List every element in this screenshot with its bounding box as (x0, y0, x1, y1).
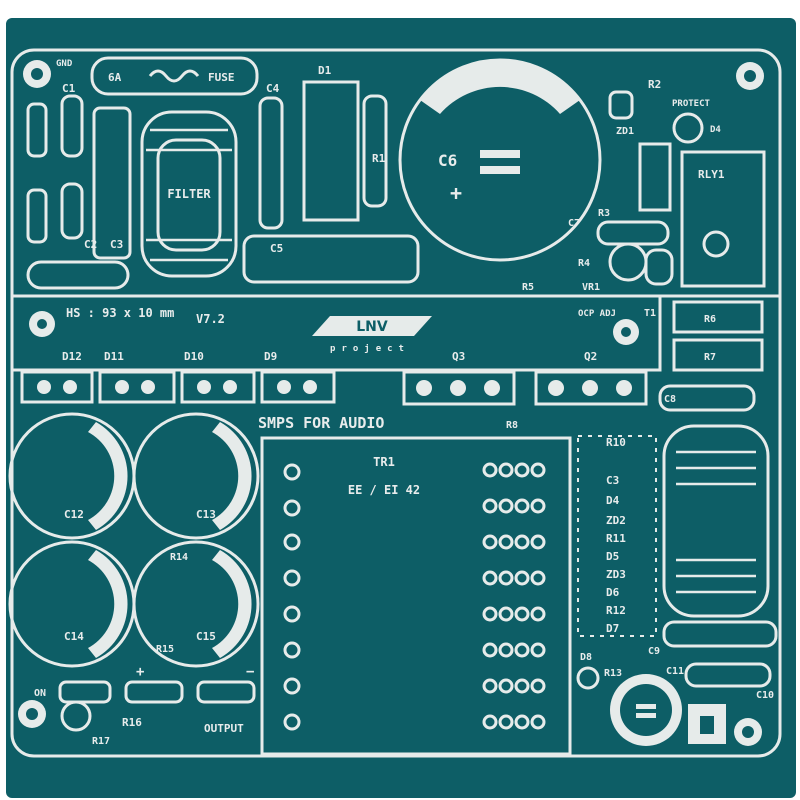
label-r2: R2 (648, 78, 661, 91)
label-c14: C14 (64, 630, 84, 643)
label-r3: R3 (598, 208, 610, 219)
diode-footprints-row (20, 370, 648, 406)
label-r15: R15 (156, 644, 174, 655)
capacitor-polarity-arcs (88, 422, 252, 658)
capacitor-c5 (242, 234, 420, 284)
filter-label: FILTER (167, 187, 211, 201)
label-d12: D12 (62, 350, 82, 363)
label-zd1: ZD1 (616, 126, 634, 137)
output-connectors (58, 680, 256, 704)
label-r8: R8 (506, 420, 518, 431)
label-t1: T1 (644, 308, 656, 319)
label-d6: D6 (606, 586, 620, 599)
label-r11: R11 (606, 532, 626, 545)
output-inductor (662, 424, 770, 618)
label-r16: R16 (122, 716, 142, 729)
label-r14: R14 (170, 552, 188, 563)
resistor-r1 (362, 94, 388, 208)
output-filter-capacitors (8, 412, 260, 668)
label-r4: R4 (578, 258, 590, 269)
label-6a: 6A (108, 71, 122, 84)
label-d4: D4 (710, 125, 721, 135)
label-rly1: RLY1 (698, 168, 725, 181)
bridge-rectifier-d1 (302, 80, 360, 222)
label-gnd: GND (56, 59, 73, 69)
label-c1: C1 (62, 82, 76, 95)
label-c8: C8 (664, 394, 676, 405)
d8-led (576, 666, 600, 690)
label-c9: C9 (648, 646, 660, 657)
relay-rly1 (680, 150, 766, 288)
svg-text:project: project (330, 343, 410, 354)
led-on (60, 700, 92, 732)
heatsink-size-label: HS : 93 x 10 mm (66, 306, 174, 320)
label-r12: R12 (606, 604, 626, 617)
label-d7: D7 (606, 622, 619, 635)
label-d10: D10 (184, 350, 204, 363)
label-zd2: ZD2 (606, 514, 626, 527)
label-c15: C15 (196, 630, 216, 643)
label-r1: R1 (372, 152, 386, 165)
label-r10: R10 (606, 436, 626, 449)
fuse-outline (90, 56, 259, 96)
label-d11: D11 (104, 350, 124, 363)
label-d1: D1 (318, 64, 332, 77)
label-output: OUTPUT (204, 722, 244, 735)
label-d8: D8 (580, 652, 592, 663)
label-zd3: ZD3 (606, 568, 626, 581)
label-r17: R17 (92, 736, 110, 747)
film-capacitors-left (26, 94, 284, 290)
filter-choke (140, 110, 238, 278)
title-label: SMPS FOR AUDIO (258, 414, 384, 432)
capacitor-c11 (684, 662, 772, 688)
version-label: V7.2 (196, 312, 225, 326)
label-c11: C11 (666, 666, 684, 677)
label-vr1: VR1 (582, 282, 600, 293)
pcb-substrate (6, 18, 796, 798)
transformer-label: TR1 (373, 455, 395, 469)
label-fuse: FUSE (208, 71, 235, 84)
transformer-core-label: EE / EI 42 (348, 483, 420, 497)
label-r5: R5 (522, 282, 534, 293)
label-c7: C7 (568, 218, 580, 229)
label-c12: C12 (64, 508, 84, 521)
label-c10: C10 (756, 690, 774, 701)
label-d9: D9 (264, 350, 277, 363)
to220-pads (37, 380, 632, 396)
capacitor-c9 (662, 620, 778, 648)
transformer-tr1-outline (260, 436, 572, 756)
small-components-top-right (596, 90, 764, 412)
label-on: ON (34, 688, 46, 699)
output-minus-sign: − (246, 664, 254, 680)
label-protect: PROTECT (672, 99, 711, 109)
label-q3: Q3 (452, 350, 465, 363)
label-c4: C4 (266, 82, 280, 95)
brand-logo: LNV project (312, 316, 432, 354)
label-c5: C5 (270, 242, 283, 255)
label-c3-right: C3 (606, 474, 619, 487)
label-c6: C6 (438, 151, 457, 170)
label-c3: C3 (110, 238, 123, 251)
label-d4-right: D4 (606, 494, 620, 507)
label-c2: C2 (84, 238, 97, 251)
transformer-pins-left (283, 463, 301, 731)
label-r7: R7 (704, 352, 716, 363)
svg-text:LNV: LNV (356, 319, 388, 335)
label-c13: C13 (196, 508, 216, 521)
transformer-pins-right (482, 462, 546, 730)
mounting-holes (18, 60, 764, 746)
label-q2: Q2 (584, 350, 597, 363)
board-outline (10, 48, 782, 758)
label-d5: D5 (606, 550, 619, 563)
label-r6: R6 (704, 314, 716, 325)
capacitor-c6: + (398, 58, 602, 262)
output-plus-sign: + (136, 664, 144, 680)
svg-text:+: + (450, 181, 462, 205)
label-ocp-adj: OCP ADJ (578, 309, 616, 319)
label-r13: R13 (604, 668, 622, 679)
